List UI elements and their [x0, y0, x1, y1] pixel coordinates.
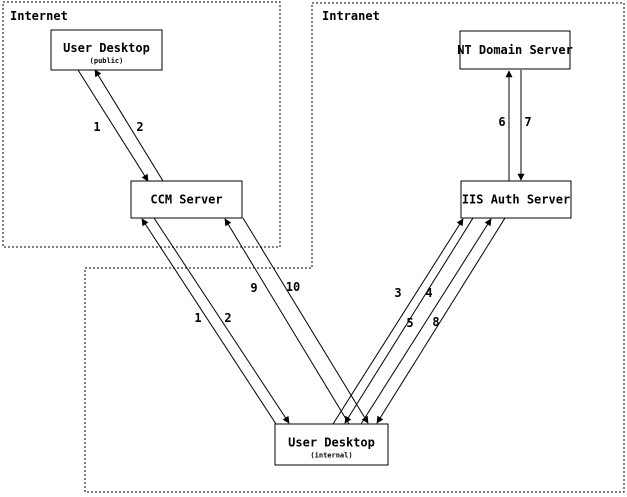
edge-5-user-desktop-internal-to-iis-auth-server: [360, 218, 492, 425]
edge-1-user-desktop-internal-to-ccm-server: [141, 218, 277, 425]
edge-1-user-desktop-public-to-ccm-server-label: 1: [93, 120, 100, 134]
edge-6-iis-auth-server-to-nt-domain-server-label: 6: [498, 115, 505, 129]
node-user-desktop-internal: User Desktop (internal): [274, 423, 389, 466]
region-intranet-border: [84, 2, 625, 493]
node-nt-domain-server-box: [459, 30, 571, 70]
node-iis-auth-server: IIS Auth Server: [460, 180, 572, 219]
edge-10-ccm-server-to-user-desktop-internal: [242, 217, 369, 424]
edge-7-nt-domain-server-to-iis-auth-server-label: 7: [524, 115, 531, 129]
edge-1-user-desktop-internal-to-ccm-server-label: 1: [194, 311, 201, 325]
edge-3-user-desktop-internal-to-iis-auth-server: [332, 218, 464, 425]
node-user-desktop-internal-box: [274, 423, 389, 466]
node-nt-domain-server: NT Domain Server: [457, 30, 573, 70]
edge-8-iis-auth-server-to-user-desktop-internal-label: 8: [432, 315, 439, 329]
edge-2-ccm-server-to-user-desktop-public: [94, 69, 164, 182]
node-user-desktop-public-title: User Desktop: [63, 41, 150, 55]
node-nt-domain-server-title: NT Domain Server: [457, 43, 573, 57]
edge-10-ccm-server-to-user-desktop-internal-label: 10: [286, 280, 300, 294]
node-user-desktop-public-subtitle: (public): [90, 57, 124, 65]
edge-4-iis-auth-server-to-user-desktop-internal-label: 4: [425, 286, 432, 300]
node-user-desktop-internal-subtitle: (internal): [310, 452, 352, 460]
edge-4-iis-auth-server-to-user-desktop-internal: [344, 217, 474, 424]
edge-8-iis-auth-server-to-user-desktop-internal: [376, 217, 506, 424]
node-user-desktop-public-box: [50, 29, 163, 71]
node-ccm-server-title: CCM Server: [150, 193, 222, 207]
node-ccm-server: CCM Server: [130, 180, 243, 219]
edge-1-user-desktop-public-to-ccm-server: [77, 69, 149, 182]
region-internet-border: [2, 1, 281, 248]
edge-2-ccm-server-to-user-desktop-internal: [153, 217, 290, 424]
node-ccm-server-box: [130, 180, 243, 219]
region-intranet-label: Intranet: [322, 9, 380, 23]
edge-5-user-desktop-internal-to-iis-auth-server-label: 5: [406, 316, 413, 330]
node-user-desktop-internal-title: User Desktop: [288, 436, 375, 450]
edge-2-ccm-server-to-user-desktop-public-label: 2: [136, 120, 143, 134]
edge-9-user-desktop-internal-to-ccm-server-label: 9: [250, 281, 257, 295]
region-internet-label: Internet: [10, 9, 68, 23]
node-iis-auth-server-title: IIS Auth Server: [462, 193, 570, 207]
edge-2-ccm-server-to-user-desktop-internal-label: 2: [224, 311, 231, 325]
node-iis-auth-server-box: [460, 180, 572, 219]
edge-9-user-desktop-internal-to-ccm-server: [224, 218, 350, 425]
edge-3-user-desktop-internal-to-iis-auth-server-label: 3: [394, 286, 401, 300]
node-user-desktop-public: User Desktop (public): [50, 29, 163, 71]
